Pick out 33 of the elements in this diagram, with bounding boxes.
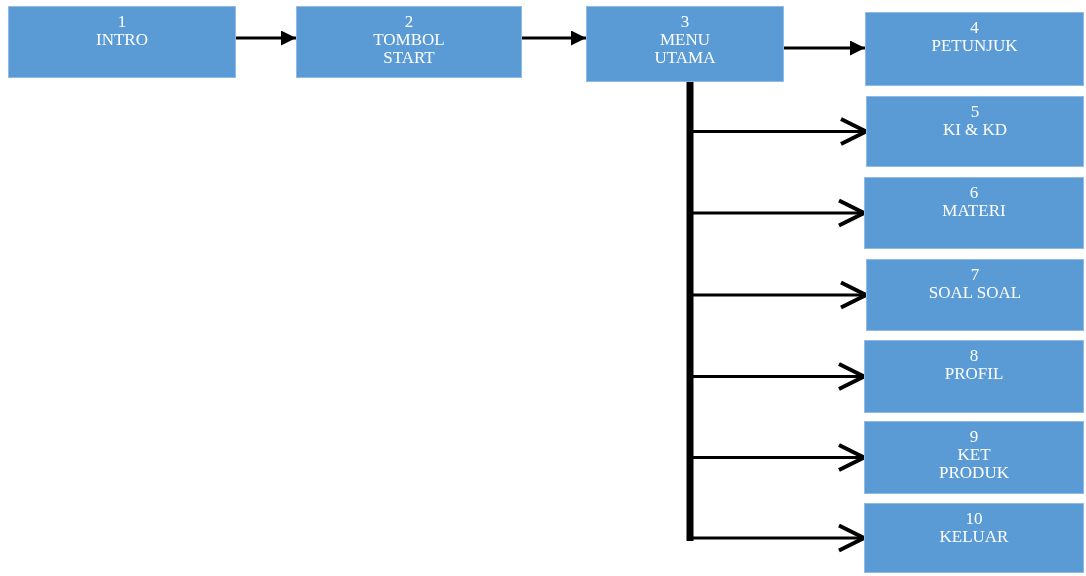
process-box (864, 340, 1084, 413)
step-label: INTRO (96, 31, 148, 49)
process-box (866, 259, 1084, 331)
process-box (8, 6, 236, 78)
step-number: 3 (680, 13, 690, 31)
step-label: MENU UTAMA (653, 31, 717, 67)
step-label: PROFIL (944, 365, 1004, 383)
step-number: 7 (970, 266, 980, 284)
process-box (864, 177, 1084, 249)
step-number: 4 (970, 19, 979, 37)
arrow (522, 30, 586, 46)
process-box (865, 12, 1084, 86)
step-label: KELUAR (939, 528, 1009, 546)
process-box (296, 6, 522, 78)
process-box (864, 421, 1084, 494)
process-box (866, 96, 1084, 167)
step-number: 5 (970, 103, 980, 121)
step-number: 9 (969, 428, 979, 446)
step-number: 8 (969, 347, 979, 365)
step-label: KI & KD (942, 121, 1008, 139)
step-number: 2 (404, 13, 414, 31)
process-box (586, 6, 784, 82)
process-box (864, 503, 1084, 573)
step-label: KET PRODUK (938, 446, 1010, 482)
arrow (236, 30, 296, 46)
step-number: 10 (965, 510, 983, 528)
arrow (784, 40, 865, 56)
step-label: SOAL SOAL (928, 284, 1022, 302)
step-number: 1 (117, 13, 127, 31)
step-label: PETUNJUK (931, 37, 1018, 55)
step-label: TOMBOL START (372, 31, 446, 67)
step-label: MATERI (942, 202, 1006, 220)
step-number: 6 (969, 184, 979, 202)
